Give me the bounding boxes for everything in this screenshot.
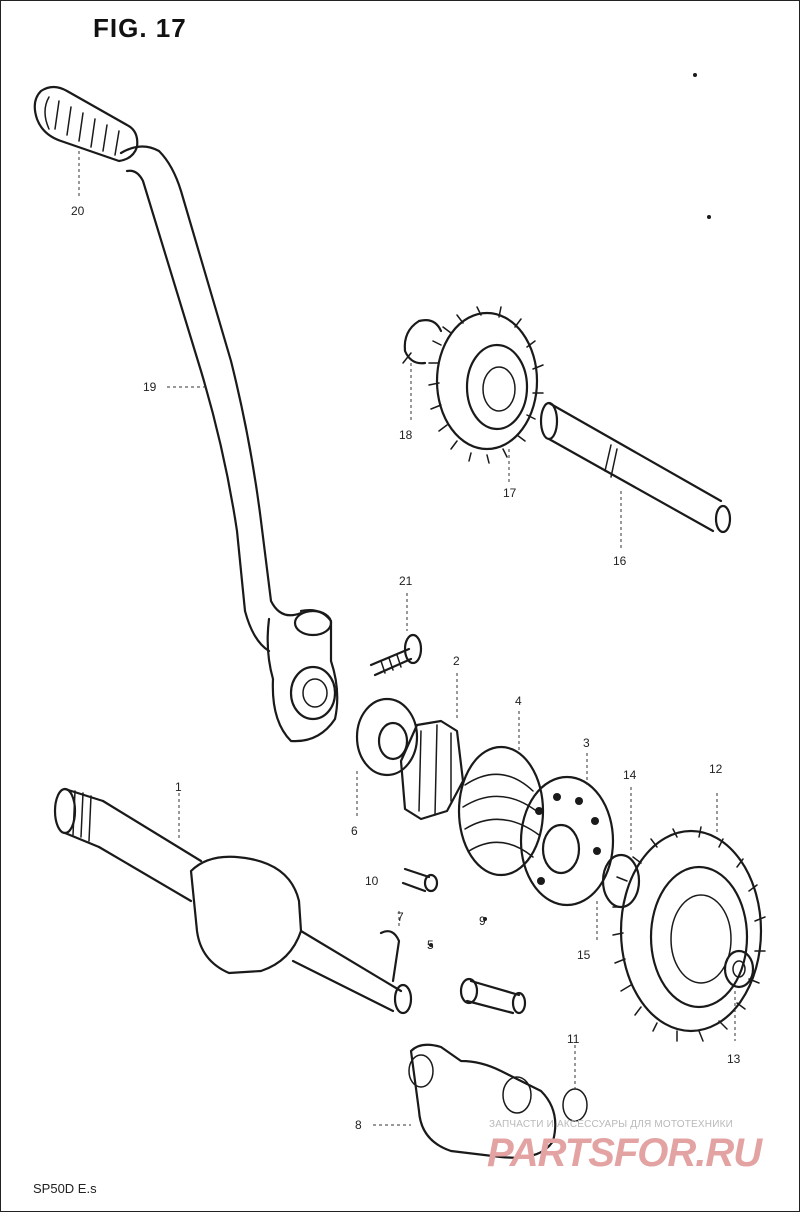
figure-code: SP50D E.s (33, 1181, 97, 1196)
callout-19: 19 (143, 380, 157, 394)
callout-3: 3 (583, 736, 590, 750)
part-5-marker (429, 943, 433, 947)
callout-5: 5 (427, 938, 434, 952)
part-13-bolt (723, 949, 755, 1041)
callout-7: 7 (397, 910, 404, 924)
part-6-washer (355, 697, 419, 819)
part-10-pin (401, 867, 439, 893)
part-18-circlip (402, 319, 443, 423)
callout-8: 8 (355, 1118, 362, 1132)
callout-18: 18 (399, 428, 413, 442)
part-7-spring-guide (379, 911, 401, 983)
callout-21: 21 (399, 574, 413, 588)
callout-12: 12 (709, 762, 723, 776)
part-16-kick-shaft (539, 401, 732, 551)
part-14-washer (601, 787, 641, 909)
callout-2: 2 (453, 654, 460, 668)
callout-11: 11 (567, 1032, 580, 1046)
callout-16: 16 (613, 554, 627, 568)
part-12-driven-gear (612, 793, 766, 1042)
part-9-marker (483, 917, 487, 921)
part-21-bolt (369, 593, 423, 677)
part-4-spring (457, 711, 545, 877)
callout-15: 15 (577, 948, 591, 962)
part-8-stopper-plate (373, 1043, 557, 1159)
callout-14: 14 (623, 768, 637, 782)
callout-20: 20 (71, 204, 85, 218)
watermark-logo: PARTSFOR.RU (487, 1131, 762, 1175)
callout-6: 6 (351, 824, 358, 838)
callout-1: 1 (175, 780, 182, 794)
callout-10: 10 (365, 874, 379, 888)
part-2-ratchet (399, 673, 465, 821)
callout-4: 4 (515, 694, 522, 708)
part-1-kick-shaft (53, 787, 413, 1015)
figure-title: FIG. 17 (93, 13, 187, 43)
watermark-text: ЗАПЧАСТИ И АКСЕССУАРЫ ДЛЯ МОТОТЕХНИКИ (489, 1119, 734, 1130)
part-3-drive-gear (519, 753, 615, 907)
part-20-pedal-rubber (33, 85, 139, 199)
callout-17: 17 (503, 486, 517, 500)
part-19-kick-lever (119, 145, 339, 743)
part-17-kick-gear (428, 306, 544, 483)
callout-9: 9 (479, 914, 486, 928)
callout-13: 13 (727, 1052, 741, 1066)
part-11-bolt (459, 977, 588, 1122)
